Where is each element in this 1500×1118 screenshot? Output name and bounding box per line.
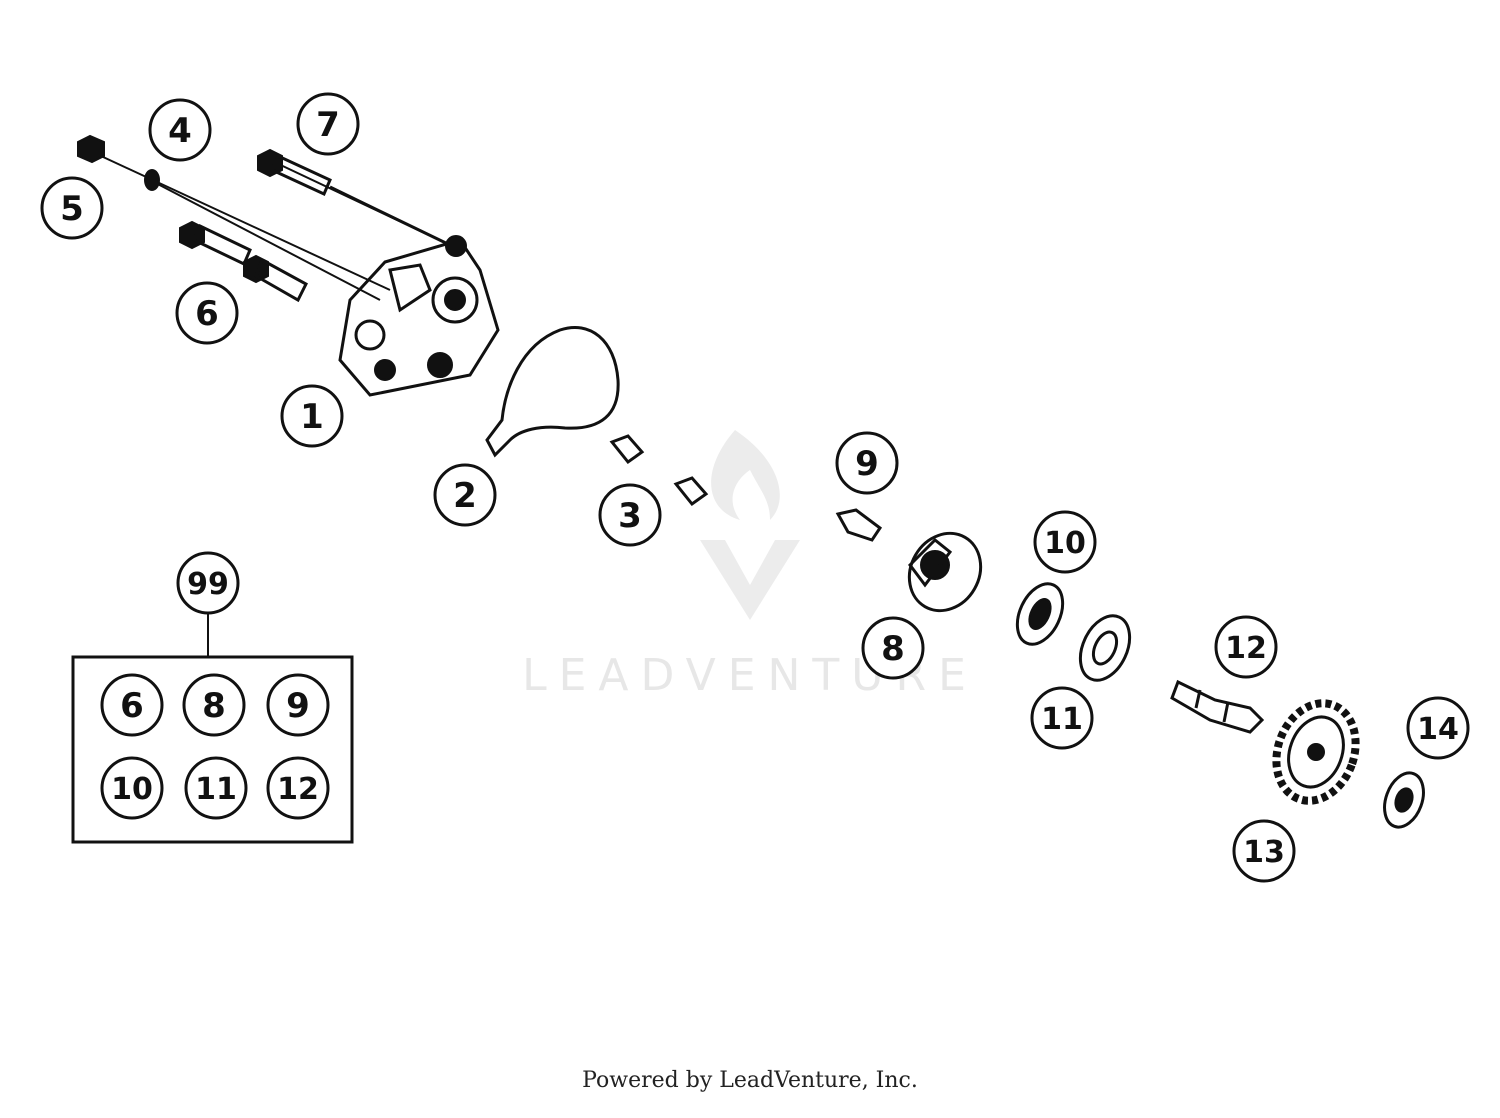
- callout-6: 6: [175, 281, 239, 345]
- v-logo-icon: [700, 540, 800, 620]
- callout-7: 7: [296, 92, 360, 156]
- callout-13: 13: [1232, 819, 1296, 883]
- callout-5: 5: [40, 176, 104, 240]
- svg-text:2: 2: [453, 476, 477, 516]
- callout-12: 12: [1214, 615, 1278, 679]
- svg-text:9: 9: [286, 686, 310, 726]
- svg-text:1: 1: [300, 397, 324, 437]
- callout-2: 2: [433, 463, 497, 527]
- callout-14: 14: [1406, 696, 1470, 760]
- svg-text:8: 8: [881, 629, 905, 669]
- callout-11: 11: [1030, 686, 1094, 750]
- svg-text:9: 9: [855, 444, 879, 484]
- kit-99-label: 99: [187, 567, 229, 602]
- svg-text:10: 10: [1044, 526, 1086, 561]
- svg-text:11: 11: [195, 772, 237, 807]
- part-1-pump-cover: [338, 235, 500, 397]
- svg-text:6: 6: [120, 686, 144, 726]
- svg-text:6: 6: [195, 294, 219, 334]
- part-2-gasket: [485, 325, 620, 458]
- callout-8: 8: [861, 616, 925, 680]
- svg-text:12: 12: [277, 772, 319, 807]
- callout-9: 9: [835, 431, 899, 495]
- part-8-impeller: [907, 531, 983, 613]
- part-12-shaft: [1170, 679, 1265, 734]
- part-9-screw: [835, 508, 883, 542]
- kit-99-group: 99 6 8 9 10 11 12: [71, 551, 354, 844]
- callout-3: 3: [598, 483, 662, 547]
- callout-10: 10: [1033, 510, 1097, 574]
- svg-text:8: 8: [202, 686, 226, 726]
- part-3-dowels: [609, 434, 709, 507]
- svg-text:5: 5: [60, 189, 84, 229]
- svg-text:10: 10: [111, 772, 153, 807]
- kit-item: 12: [266, 756, 330, 820]
- kit-item: 6: [100, 673, 164, 737]
- svg-text:7: 7: [316, 105, 340, 145]
- part-6-bolts: [179, 220, 308, 303]
- svg-text:14: 14: [1417, 712, 1459, 747]
- part-10-bearing: [1015, 582, 1065, 646]
- svg-text:11: 11: [1041, 702, 1083, 737]
- svg-text:13: 13: [1243, 835, 1285, 870]
- svg-text:3: 3: [618, 496, 642, 536]
- flame-logo-icon: [711, 430, 780, 520]
- part-5-nut: [77, 134, 105, 164]
- part-4-washer: [144, 169, 160, 191]
- callout-1: 1: [280, 384, 344, 448]
- svg-text:12: 12: [1225, 631, 1267, 666]
- part-11-bearing: [1078, 614, 1132, 682]
- callout-4: 4: [148, 98, 212, 162]
- part-14-washer: [1383, 771, 1425, 829]
- svg-text:4: 4: [168, 111, 192, 151]
- kit-item: 9: [266, 673, 330, 737]
- kit-item: 10: [100, 756, 164, 820]
- footer-credit: Powered by LeadVenture, Inc.: [582, 1068, 918, 1093]
- kit-99-box: [71, 655, 354, 844]
- kit-item: 11: [184, 756, 248, 820]
- part-13-gear: [1272, 699, 1360, 805]
- part-7-bolt: [257, 148, 451, 247]
- kit-item: 8: [182, 673, 246, 737]
